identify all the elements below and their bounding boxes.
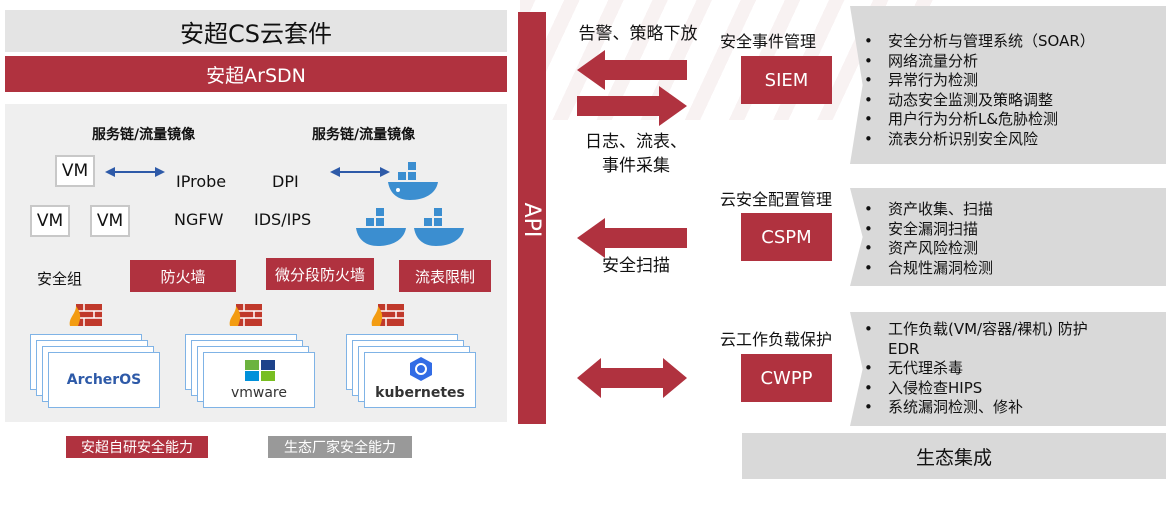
vm-box: VM: [55, 155, 95, 187]
chain-label-left: 服务链/流量镜像: [92, 127, 196, 143]
cspm-features: 资产收集、扫描 安全漏洞扫描 资产风险检测 合规性漏洞检测: [850, 188, 1166, 286]
list-item: 系统漏洞检测、修补: [864, 398, 1166, 418]
list-item: 工作负载(VM/容器/裸机) 防护: [864, 320, 1166, 340]
cwpp-features: 工作负载(VM/容器/裸机) 防护 EDR 无代理杀毒 入侵检查HIPS 系统漏…: [850, 312, 1166, 426]
list-item: 无代理杀毒: [864, 359, 1166, 379]
list-item: 资产收集、扫描: [864, 200, 1166, 220]
docker-icon: [356, 208, 406, 246]
dpi-label: DPI: [272, 172, 299, 191]
kubernetes-icon: [410, 357, 432, 381]
firewall-icon: [229, 304, 262, 326]
firewall-box: 防火墙: [130, 260, 236, 292]
micro-firewall-box: 微分段防火墙: [266, 258, 374, 290]
vm-box: VM: [90, 205, 130, 237]
flow-limit-box: 流表限制: [399, 260, 491, 292]
vmware-logo: vmware: [230, 385, 287, 401]
left-arrow-icon: [577, 50, 687, 90]
cwpp-box: CWPP: [741, 354, 832, 402]
api-bar: [518, 12, 546, 424]
list-item: 动态安全监测及策略调整: [864, 91, 1166, 111]
security-group-label: 安全组: [37, 270, 83, 288]
double-arrow-icon: [105, 167, 165, 177]
left-arrow-icon: [577, 218, 687, 258]
vm-box: VM: [30, 205, 70, 237]
siem-box: SIEM: [741, 56, 832, 104]
docker-icon: [414, 208, 464, 246]
firewall-icon: [69, 304, 102, 326]
iprobe-label: IProbe: [176, 172, 227, 191]
list-item: 入侵检查HIPS: [864, 379, 1166, 399]
list-item: 网络流量分析: [864, 52, 1166, 72]
vmware-icon: [245, 360, 275, 381]
list-item: 异常行为检测: [864, 71, 1166, 91]
cspm-box: CSPM: [741, 213, 832, 261]
scan-label: 安全扫描: [602, 256, 670, 276]
ecosystem-bar: 生态集成: [742, 433, 1166, 479]
archeros-stack: ArcherOS: [30, 334, 160, 414]
logs-label: 日志、流表、 事件采集: [585, 132, 687, 176]
siem-features: 安全分析与管理系统（SOAR） 网络流量分析 异常行为检测 动态安全监测及策略调…: [850, 6, 1166, 164]
alert-label: 告警、策略下放: [578, 24, 698, 44]
sdn-bar: 安超ArSDN: [5, 56, 507, 92]
kubernetes-logo: kubernetes: [375, 385, 465, 401]
docker-icon: [388, 162, 438, 200]
list-item: 流表分析识别安全风险: [864, 130, 1166, 150]
chain-label-right: 服务链/流量镜像: [312, 127, 416, 143]
firewall-icon: [371, 304, 404, 326]
idsips-label: IDS/IPS: [254, 210, 312, 229]
suite-title: 安超CS云套件: [5, 10, 507, 52]
legend-self: 安超自研安全能力: [66, 436, 208, 458]
cspm-title: 云安全配置管理: [720, 190, 833, 209]
list-item: 用户行为分析L&危胁检测: [864, 110, 1166, 130]
double-arrow-icon: [330, 167, 390, 177]
list-item: EDR: [888, 339, 920, 358]
legend-eco: 生态厂家安全能力: [268, 436, 412, 458]
list-item: 安全漏洞扫描: [864, 220, 1166, 240]
list-item: 合规性漏洞检测: [864, 259, 1166, 279]
siem-title: 安全事件管理: [720, 32, 817, 51]
ngfw-label: NGFW: [174, 210, 224, 229]
api-label: API: [519, 202, 545, 238]
archeros-logo: ArcherOS: [66, 372, 142, 388]
right-arrow-icon: [577, 86, 687, 126]
kubernetes-stack: kubernetes: [346, 334, 476, 414]
list-item: 资产风险检测: [864, 239, 1166, 259]
double-arrow-icon: [577, 358, 687, 398]
cwpp-title: 云工作负载保护: [720, 330, 833, 349]
list-item: 安全分析与管理系统（SOAR）: [864, 32, 1166, 52]
vmware-stack: vmware: [185, 334, 315, 414]
